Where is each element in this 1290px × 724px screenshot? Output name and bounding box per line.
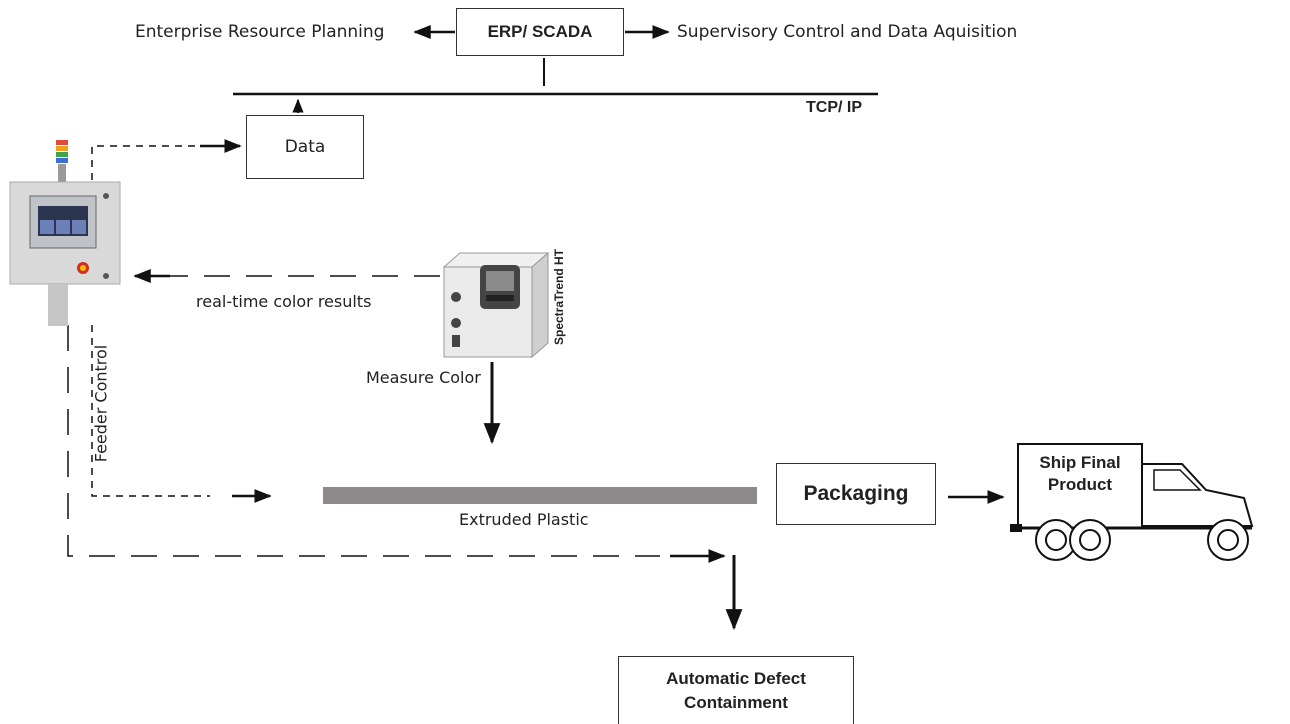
stack-light-blue-icon [56,158,68,163]
stack-light-amber-icon [56,146,68,151]
feeder-link [91,325,210,497]
ship-label: Ship Final Product [1030,452,1130,496]
defect-containment-box: Automatic Defect Containment [618,656,854,724]
stack-light-red-icon [56,140,68,145]
measure-label: Measure Color [366,368,481,387]
packaging-box: Packaging [776,463,936,525]
data-label: Data [284,137,326,157]
defect-link [67,325,660,557]
erp-scada-box: ERP/ SCADA [456,8,624,56]
spectrotrend-sensor-icon [442,251,550,359]
tcpip-label: TCP/ IP [806,99,863,116]
data-box: Data [246,115,364,179]
ship-label-text: Ship Final Product [1039,453,1121,494]
erp-label: Enterprise Resource Planning [135,22,385,42]
feeder-label: Feeder Control [91,344,111,463]
extruded-plastic-bar [323,487,757,504]
defect-label: Automatic Defect Containment [666,668,806,712]
packaging-label: Packaging [803,482,909,505]
extruded-label: Extruded Plastic [459,510,589,529]
sensor-brand-label: SpectraTrend HT [552,248,567,346]
erp-scada-label: ERP/ SCADA [487,22,593,41]
truck-icon [1010,443,1254,561]
scada-label: Supervisory Control and Data Aquisition [677,22,1018,42]
results-label: real-time color results [196,292,372,311]
stack-light-green-icon [56,152,68,157]
control-cabinet-icon [9,140,121,326]
